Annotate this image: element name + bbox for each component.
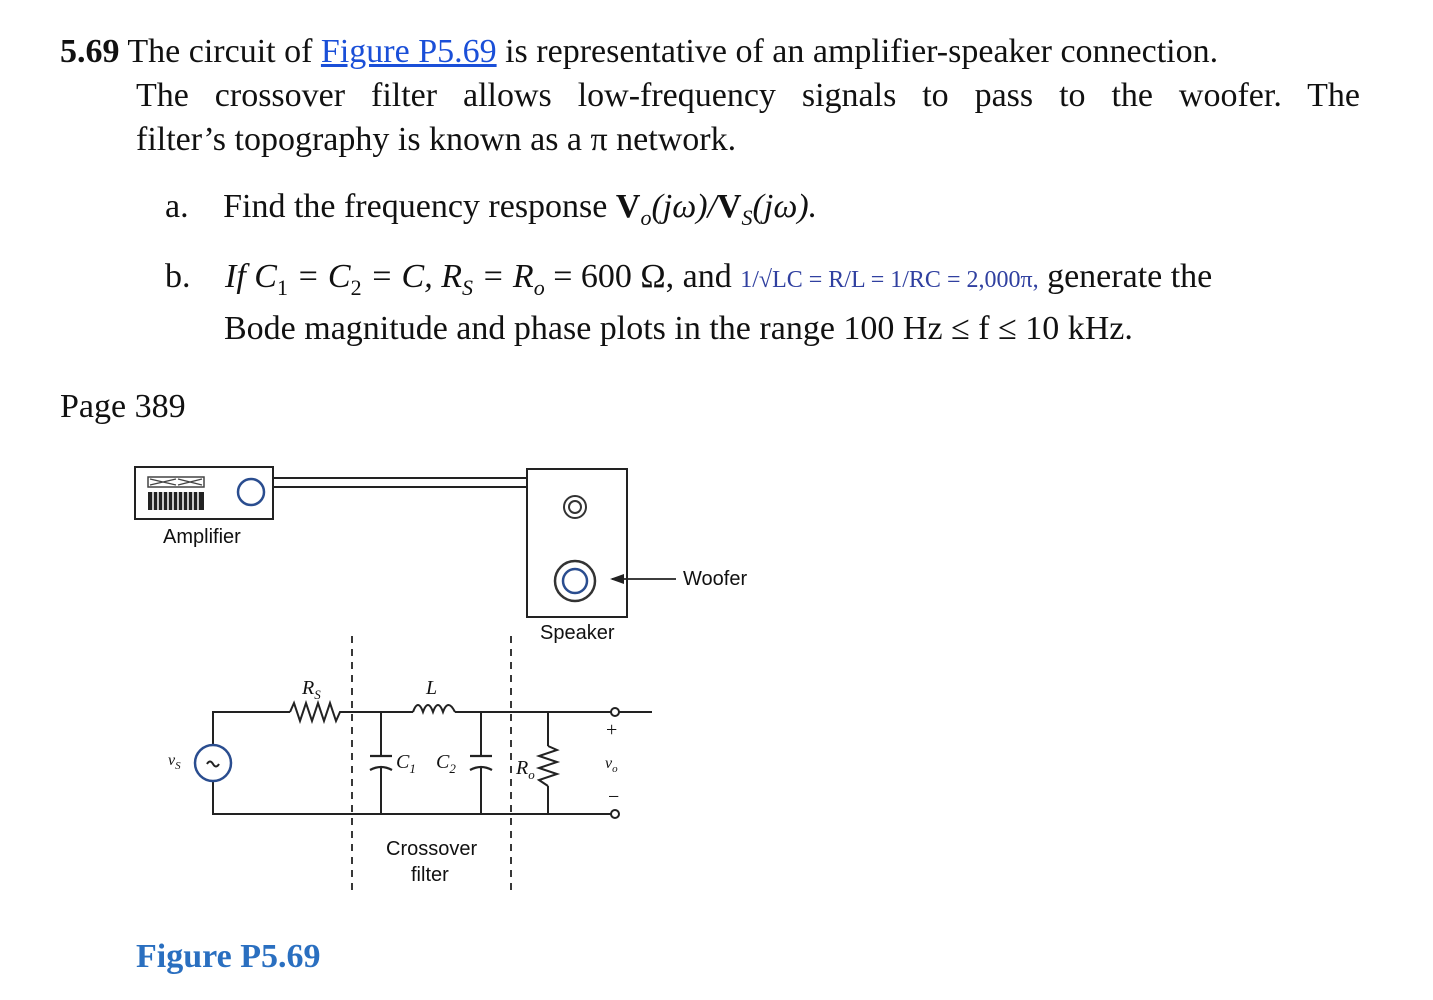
part-b-sub-1: 1	[276, 274, 288, 300]
part-b-text-1: If C	[225, 258, 277, 295]
woofer-label: Woofer	[683, 568, 748, 590]
problem-line-3: filter’s topography is known as a π netw…	[136, 121, 737, 158]
inductor-icon	[412, 704, 456, 715]
ro-label: Ro	[516, 757, 535, 783]
vo-label-main: v	[605, 755, 613, 772]
speaker-label: Speaker	[540, 622, 615, 644]
rs-label-main: R	[302, 677, 315, 699]
part-b-sub-4: o	[533, 274, 545, 300]
minus-label: −	[608, 786, 620, 808]
resistor-rs-icon	[289, 699, 343, 725]
vs-label: vS	[168, 752, 181, 772]
voltage-source-icon	[193, 743, 233, 783]
part-a-eq-end: (jω).	[752, 188, 818, 225]
speaker-cable	[272, 477, 528, 488]
part-b-text-2: = C	[287, 258, 351, 295]
figure-link[interactable]: Figure P5.69	[320, 33, 497, 70]
c2-label-main: C	[436, 751, 450, 773]
part-b-text-5: = 600 Ω, and	[544, 258, 732, 295]
c2-label: C2	[436, 751, 456, 777]
output-terminal-top-icon	[610, 707, 620, 717]
vs-label-main: v	[168, 752, 176, 769]
c1-label-sub: 1	[409, 761, 416, 776]
amplifier-label: Amplifier	[163, 526, 241, 548]
crossover-label-line-2: filter	[411, 864, 449, 886]
part-b-label: b.	[165, 258, 191, 295]
part-b-sub-2: 2	[350, 274, 362, 300]
part-b: b. If C1 = C2 = C, RS = Ro = 600 Ω, and …	[165, 252, 1212, 313]
plus-label: +	[606, 719, 618, 741]
rs-label-sub: S	[314, 687, 321, 702]
part-b-text-4: = R	[472, 258, 534, 295]
part-a: a. Find the frequency response Vo(jω)/VS…	[165, 182, 817, 243]
ro-label-main: R	[516, 757, 529, 779]
part-a-vo-sub: o	[640, 204, 652, 230]
amplifier-icon	[134, 466, 274, 520]
part-a-eq-mid: (jω)/	[651, 188, 717, 225]
part-b-sub-3: S	[461, 274, 473, 300]
ro-label-sub: o	[528, 767, 535, 782]
part-a-vs-sub: S	[741, 204, 753, 230]
vo-label: vo	[605, 755, 618, 775]
vo-label-sub: o	[612, 763, 618, 776]
part-a-label: a.	[165, 188, 189, 225]
l-label: L	[426, 677, 438, 699]
c2-label-sub: 2	[449, 761, 456, 776]
circuit-wires	[212, 711, 652, 815]
capacitor-c1-icon	[369, 754, 393, 771]
rs-label: RS	[302, 677, 321, 703]
part-a-text: Find the frequency response	[223, 188, 608, 225]
speaker-icon	[526, 468, 628, 618]
part-b-line-2: Bode magnitude and phase plots in the ra…	[224, 310, 1133, 347]
intro-text-after-link: is representative of an amplifier-speake…	[505, 33, 1219, 70]
part-a-vs: V	[716, 188, 742, 225]
woofer-arrow-icon	[610, 574, 676, 584]
part-b-equation: 1/√LC = R/L = 1/RC = 2,000π,	[740, 267, 1039, 293]
problem-line-1: 5.69 The circuit of Figure P5.69 is repr…	[60, 30, 1360, 74]
problem-intro: 5.69 The circuit of Figure P5.69 is repr…	[60, 30, 1360, 162]
c1-label: C1	[396, 751, 416, 777]
part-b-text-6: generate the	[1047, 258, 1213, 295]
problem-line-2: The crossover filter allows low-frequenc…	[136, 77, 1360, 114]
page-label: Page 389	[60, 388, 186, 425]
part-a-vo: V	[615, 188, 641, 225]
figure-caption: Figure P5.69	[136, 938, 321, 975]
intro-text-before-link: The circuit of	[127, 33, 313, 70]
problem-number: 5.69	[60, 33, 120, 70]
part-b-text-3: = C, R	[361, 258, 462, 295]
crossover-label-line-1: Crossover	[386, 838, 478, 860]
vs-label-sub: S	[175, 760, 181, 773]
output-terminal-bottom-icon	[610, 809, 620, 819]
c1-label-main: C	[396, 751, 410, 773]
resistor-ro-icon	[535, 745, 561, 787]
capacitor-c2-icon	[469, 754, 493, 771]
